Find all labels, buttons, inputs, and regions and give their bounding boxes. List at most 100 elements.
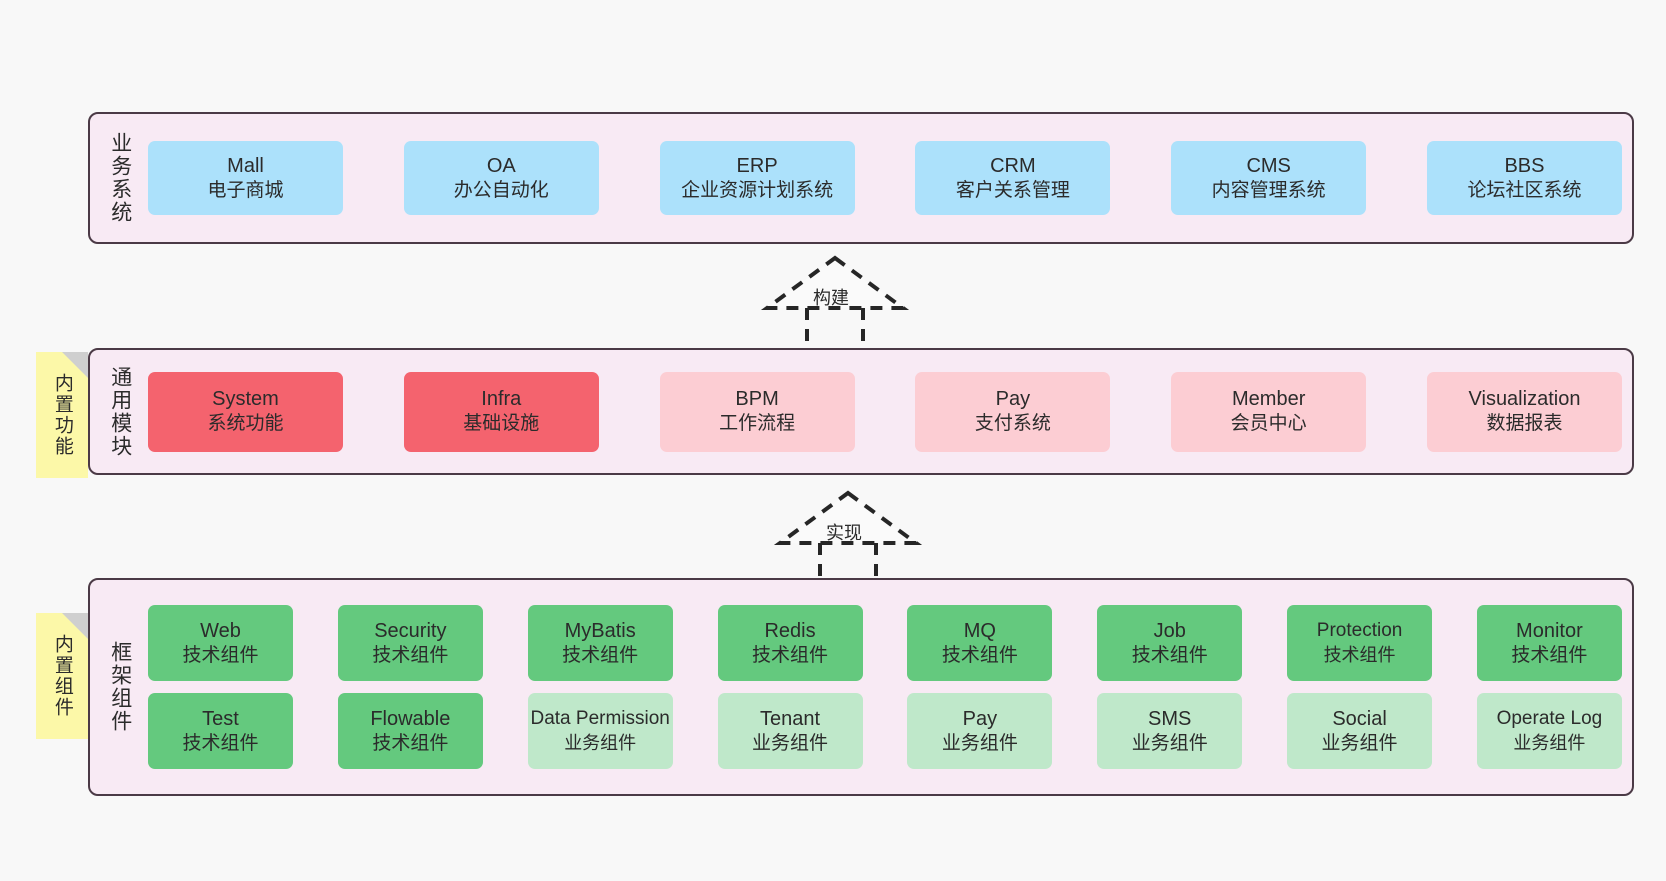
arrow-implement-label: 实现: [826, 523, 862, 543]
box-subtitle: 系统功能: [207, 413, 284, 435]
module-box-visualization[interactable]: Visualization 数据报表: [1426, 371, 1622, 452]
business-box-crm[interactable]: CRM 客户关系管理: [915, 141, 1111, 215]
box-subtitle: 会员中心: [1230, 413, 1307, 435]
box-title: Pay: [962, 707, 998, 730]
box-subtitle: 业务组件: [564, 732, 637, 753]
note-fold-icon: [62, 352, 88, 378]
layer-label-business-systems: 业务系统: [108, 132, 132, 224]
business-box-mall[interactable]: Mall 电子商城: [148, 141, 343, 215]
layer-business-systems: 业务系统 Mall 电子商城 OA 办公自动化 ERP 企业资源计划系统 CRM…: [88, 112, 1634, 244]
box-subtitle: 技术组件: [941, 644, 1018, 666]
layer-body-business-systems: Mall 电子商城 OA 办公自动化 ERP 企业资源计划系统 CRM 客户关系…: [140, 122, 1622, 234]
common-modules-row: System 系统功能 Infra 基础设施 BPM 工作流程 Pay 支付系统…: [148, 371, 1622, 452]
component-box-security[interactable]: Security 技术组件: [337, 605, 483, 681]
box-subtitle: 技术组件: [182, 644, 259, 666]
box-title: Visualization: [1468, 388, 1581, 411]
business-box-bbs[interactable]: BBS 论坛社区系统: [1426, 141, 1622, 215]
module-box-member[interactable]: Member 会员中心: [1171, 371, 1367, 452]
box-title: CMS: [1246, 154, 1291, 177]
module-box-system[interactable]: System 系统功能: [148, 371, 343, 452]
box-subtitle: 数据报表: [1486, 413, 1563, 435]
box-title: MQ: [963, 619, 996, 642]
component-box-pay[interactable]: Pay 业务组件: [907, 693, 1053, 769]
business-box-oa[interactable]: OA 办公自动化: [403, 141, 599, 215]
business-box-cms[interactable]: CMS 内容管理系统: [1171, 141, 1367, 215]
box-subtitle: 技术组件: [182, 732, 259, 754]
component-box-data-permission[interactable]: Data Permission 业务组件: [527, 693, 673, 769]
box-subtitle: 业务组件: [752, 732, 829, 754]
box-subtitle: 支付系统: [974, 413, 1051, 435]
box-subtitle: 技术组件: [372, 644, 449, 666]
box-title: MyBatis: [564, 619, 636, 642]
framework-components-row-business: Test 技术组件 Flowable 技术组件 Data Permission …: [148, 693, 1622, 769]
box-subtitle: 业务组件: [1131, 732, 1208, 754]
layer-body-common-modules: System 系统功能 Infra 基础设施 BPM 工作流程 Pay 支付系统…: [140, 358, 1622, 465]
box-title: OA: [486, 154, 516, 177]
box-subtitle: 内容管理系统: [1211, 179, 1326, 201]
box-title: Flowable: [370, 707, 451, 730]
component-box-monitor[interactable]: Monitor 技术组件: [1476, 605, 1622, 681]
box-subtitle: 技术组件: [752, 644, 829, 666]
component-box-job[interactable]: Job 技术组件: [1097, 605, 1243, 681]
box-subtitle: 办公自动化: [453, 179, 549, 201]
box-title: Redis: [764, 619, 816, 642]
component-box-protection[interactable]: Protection 技术组件: [1287, 605, 1433, 681]
module-box-bpm[interactable]: BPM 工作流程: [659, 371, 855, 452]
layer-label-common-modules: 通用模块: [108, 365, 132, 458]
box-subtitle: 客户关系管理: [955, 179, 1070, 201]
component-box-redis[interactable]: Redis 技术组件: [717, 605, 863, 681]
component-box-mq[interactable]: MQ 技术组件: [907, 605, 1053, 681]
box-subtitle: 工作流程: [719, 413, 796, 435]
box-subtitle: 业务组件: [1321, 732, 1398, 754]
box-subtitle: 技术组件: [372, 732, 449, 754]
box-title: Test: [202, 707, 239, 730]
business-box-erp[interactable]: ERP 企业资源计划系统: [659, 141, 855, 215]
box-title: Mall: [227, 154, 264, 177]
box-title: Social: [1332, 707, 1387, 730]
note-fold-icon: [62, 613, 88, 639]
box-title: Data Permission: [530, 707, 670, 729]
box-title: Operate Log: [1496, 707, 1603, 729]
box-title: CRM: [990, 154, 1036, 177]
component-box-sms[interactable]: SMS 业务组件: [1097, 693, 1243, 769]
arrow-build: 构建: [755, 252, 915, 352]
box-title: Tenant: [760, 707, 821, 730]
box-title: Job: [1153, 619, 1186, 642]
arrow-build-label: 构建: [813, 288, 849, 308]
box-title: BPM: [735, 388, 779, 411]
box-subtitle: 技术组件: [562, 644, 639, 666]
box-title: Protection: [1316, 619, 1403, 641]
box-title: Member: [1232, 388, 1306, 411]
component-box-operate-log[interactable]: Operate Log 业务组件: [1476, 693, 1622, 769]
layer-label-framework-components: 框架组件: [108, 641, 132, 733]
box-subtitle: 技术组件: [1323, 644, 1396, 665]
box-title: Infra: [481, 388, 522, 411]
box-subtitle: 业务组件: [941, 732, 1018, 754]
box-subtitle: 技术组件: [1511, 644, 1588, 666]
module-box-pay[interactable]: Pay 支付系统: [915, 371, 1111, 452]
component-box-flowable[interactable]: Flowable 技术组件: [337, 693, 483, 769]
component-box-web[interactable]: Web 技术组件: [148, 605, 293, 681]
box-title: ERP: [736, 154, 778, 177]
box-title: Security: [374, 619, 447, 642]
box-subtitle: 电子商城: [207, 179, 284, 201]
framework-components-row-tech: Web 技术组件 Security 技术组件 MyBatis 技术组件 Redi…: [148, 605, 1622, 681]
component-box-social[interactable]: Social 业务组件: [1287, 693, 1433, 769]
layer-framework-components: 框架组件 Web 技术组件 Security 技术组件 MyBatis 技术组件…: [88, 578, 1634, 796]
note-builtin-features-label: 内置功能: [51, 373, 73, 457]
box-subtitle: 业务组件: [1513, 732, 1586, 753]
box-subtitle: 基础设施: [463, 413, 540, 435]
component-box-mybatis[interactable]: MyBatis 技术组件: [527, 605, 673, 681]
note-builtin-components-label: 内置组件: [51, 634, 73, 718]
component-box-test[interactable]: Test 技术组件: [148, 693, 293, 769]
component-box-tenant[interactable]: Tenant 业务组件: [717, 693, 863, 769]
note-builtin-features: 内置功能: [36, 352, 88, 478]
module-box-infra[interactable]: Infra 基础设施: [403, 371, 599, 452]
box-title: Pay: [995, 388, 1031, 411]
arrow-implement: 实现: [768, 487, 928, 587]
box-subtitle: 论坛社区系统: [1467, 179, 1582, 201]
box-subtitle: 技术组件: [1131, 644, 1208, 666]
box-title: BBS: [1504, 154, 1545, 177]
layer-body-framework-components: Web 技术组件 Security 技术组件 MyBatis 技术组件 Redi…: [140, 588, 1622, 786]
layer-common-modules: 通用模块 System 系统功能 Infra 基础设施 BPM 工作流程 Pay…: [88, 348, 1634, 475]
